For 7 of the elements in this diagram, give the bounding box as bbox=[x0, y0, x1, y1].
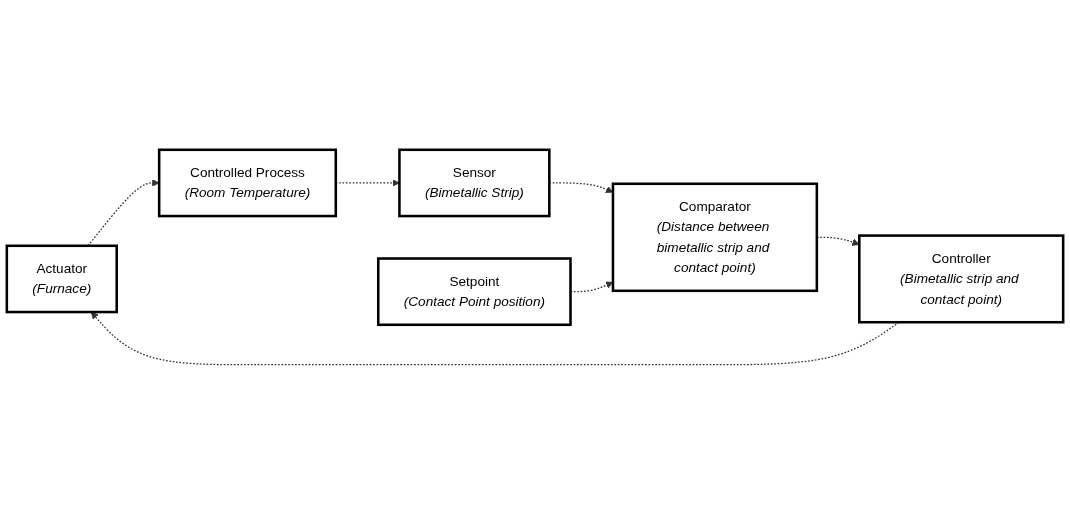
arrow bbox=[87, 179, 160, 247]
node-box: Comparator (Distance between bimetallic strip and contact point) bbox=[611, 182, 819, 293]
node-box: Actuator (Furnace) bbox=[5, 244, 118, 314]
node-box: Controller (Bimetallic strip and contact point) bbox=[858, 234, 1065, 324]
node-box: Controlled Process (Room Temperature) bbox=[157, 148, 338, 218]
node-box: Setpoint (Contact Point position) bbox=[377, 257, 572, 327]
node-box: Sensor (Bimetallic Strip) bbox=[398, 148, 551, 218]
